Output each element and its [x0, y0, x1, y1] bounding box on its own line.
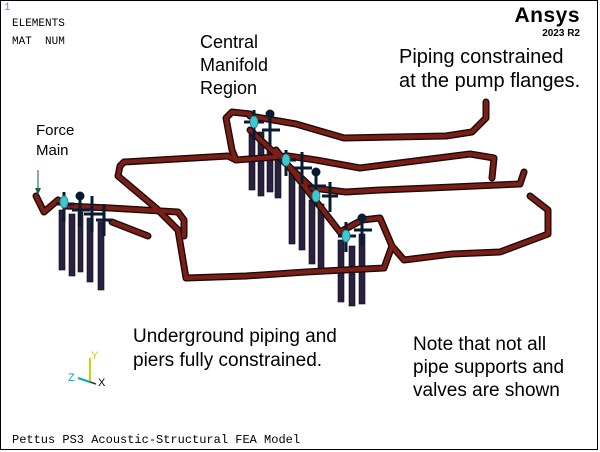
annotation-line: Note that not all	[413, 334, 547, 355]
annotation-line: piers fully constrained.	[133, 350, 323, 371]
pipe-network	[32, 98, 552, 282]
annotation-central-manifold: Central Manifold Region	[200, 31, 268, 100]
annotation-line: Manifold	[200, 55, 269, 75]
triad-x-label: X	[98, 377, 106, 389]
annotation-line: Force	[36, 122, 75, 139]
window-number: 1	[4, 2, 11, 14]
flange	[341, 229, 351, 243]
flange	[249, 115, 259, 129]
pier	[68, 213, 76, 277]
pier	[308, 199, 316, 265]
triad-z-axis	[77, 377, 91, 383]
annotation-line: Underground piping and	[133, 326, 337, 347]
pier	[274, 159, 282, 199]
pier	[288, 169, 296, 245]
annotation-underground: Underground piping and piers fully const…	[133, 325, 337, 373]
pier	[348, 245, 356, 307]
plot-type-label: ELEMENTS	[12, 18, 65, 30]
pier	[97, 221, 105, 291]
pier	[86, 217, 94, 283]
triad-y-label: Y	[91, 350, 99, 362]
force-main-arrow	[35, 170, 41, 195]
annotation-line: valves are shown	[413, 380, 560, 401]
annotation-line: Region	[200, 78, 258, 98]
triad-x-axis	[89, 381, 97, 385]
plot-subtype-label: MAT NUM	[12, 36, 65, 48]
pipe-supports	[56, 109, 372, 252]
annotation-force-main: Force Main	[36, 121, 74, 161]
pump-flanges	[59, 115, 351, 243]
pier	[257, 131, 265, 197]
annotation-line: Central	[200, 32, 259, 52]
triad-z-label: Z	[68, 372, 75, 384]
flange	[59, 195, 69, 209]
annotation-pump-flanges: Piping constrained at the pump flanges.	[399, 45, 580, 93]
pier	[298, 185, 306, 251]
coordinate-triad	[77, 358, 97, 385]
annotation-line: at the pump flanges.	[399, 70, 581, 92]
flange	[311, 189, 321, 203]
annotation-line: pipe supports and	[413, 357, 565, 378]
flange	[281, 153, 291, 167]
annotation-note: Note that not all pipe supports and valv…	[413, 333, 564, 402]
ansys-logo: Ansys	[514, 4, 580, 27]
pier	[58, 209, 66, 271]
annotation-line: Piping constrained	[399, 46, 564, 68]
model-title: Pettus PS3 Acoustic-Structural FEA Model	[12, 433, 301, 447]
annotation-line: Main	[36, 142, 69, 159]
version-label: 2023 R2	[542, 28, 580, 39]
